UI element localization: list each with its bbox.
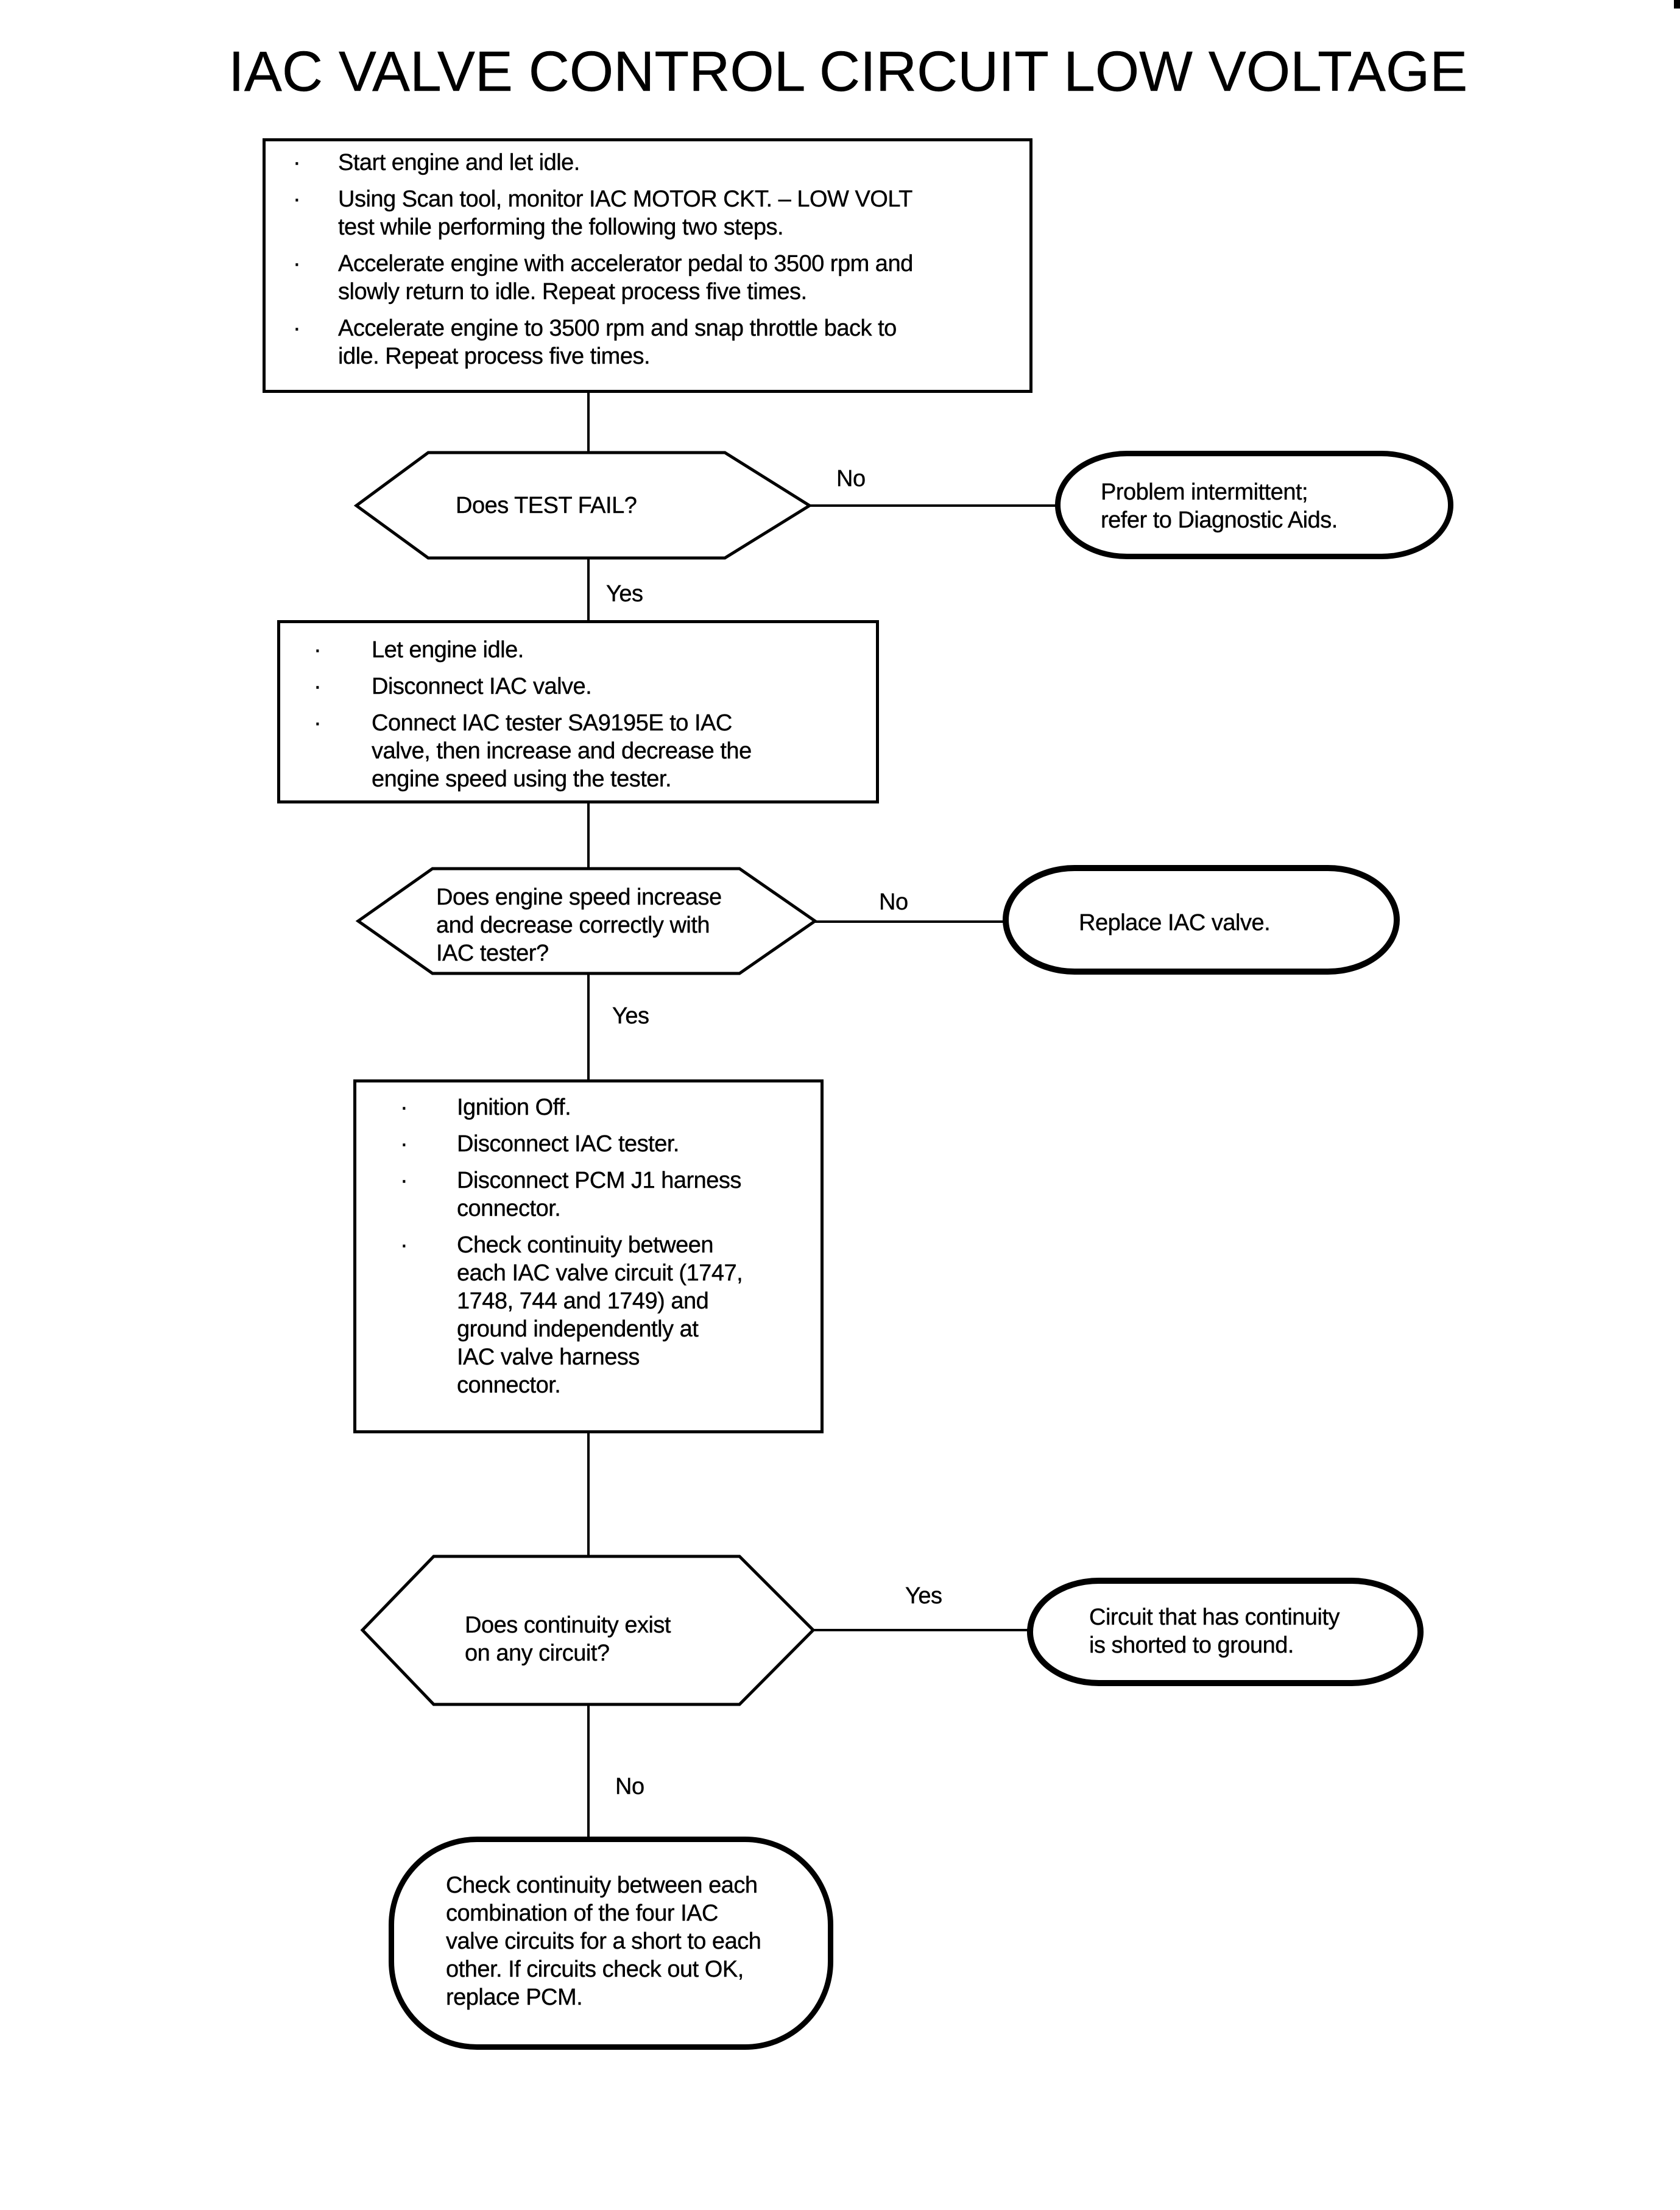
- step1-line: Start engine and let idle.: [338, 150, 581, 175]
- step2-line: Disconnect IAC valve.: [372, 674, 592, 699]
- step3-line: connector.: [457, 1196, 561, 1221]
- list-item: · Using Scan tool, monitor IAC MOTOR CKT…: [293, 185, 1017, 241]
- step3-process-box: · Ignition Off. · Disconnect IAC tester.…: [353, 1079, 824, 1433]
- decision1-label: Does TEST FAIL?: [456, 493, 637, 518]
- step3-line: 1748, 744 and 1749) and: [457, 1288, 709, 1314]
- decision3-label: Does continuity exist on any circuit?: [465, 1612, 671, 1666]
- step2-line: engine speed using the tester.: [372, 766, 672, 792]
- bullet-icon: ·: [400, 1232, 408, 1258]
- step1-line: slowly return to idle. Repeat process fi…: [338, 279, 808, 305]
- step2-line: Connect IAC tester SA9195E to IAC: [372, 710, 733, 736]
- result3-text: Circuit that has continuity is shorted t…: [1089, 1605, 1340, 1658]
- step3-line: Disconnect IAC tester.: [457, 1131, 680, 1157]
- step1-line: Using Scan tool, monitor IAC MOTOR CKT. …: [338, 186, 913, 212]
- bullet-icon: ·: [293, 150, 301, 175]
- result2-text: Replace IAC valve.: [1079, 910, 1271, 936]
- decision1-hexagon: [353, 451, 813, 560]
- bullet-icon: ·: [314, 710, 322, 736]
- decision3-hexagon: [360, 1555, 816, 1706]
- bullet-icon: ·: [314, 637, 322, 663]
- step3-line: Disconnect PCM J1 harness: [457, 1168, 742, 1193]
- edge-label-yes: Yes: [612, 1003, 649, 1029]
- step1-line: Accelerate engine to 3500 rpm and snap t…: [338, 316, 897, 341]
- list-item: · Accelerate engine to 3500 rpm and snap…: [293, 314, 1017, 370]
- step3-line: IAC valve harness: [457, 1344, 640, 1370]
- step1-line: Accelerate engine with accelerator pedal…: [338, 251, 914, 277]
- bullet-icon: ·: [293, 186, 301, 212]
- step3-line: each IAC valve circuit (1747,: [457, 1260, 743, 1286]
- result1-text: Problem intermittent; refer to Diagnosti…: [1101, 479, 1338, 533]
- bullet-icon: ·: [293, 251, 301, 277]
- list-item: · Accelerate engine with accelerator ped…: [293, 250, 1017, 306]
- edge-label-no: No: [615, 1774, 644, 1799]
- page-title: IAC VALVE CONTROL CIRCUIT LOW VOLTAGE: [228, 40, 1468, 103]
- step3-line: ground independently at: [457, 1316, 699, 1342]
- decision2-label: Does engine speed increase and decrease …: [436, 884, 722, 966]
- step2-line: Let engine idle.: [372, 637, 524, 663]
- list-item: · Disconnect IAC tester.: [400, 1130, 814, 1158]
- bullet-icon: ·: [314, 674, 322, 699]
- edge-label-no: No: [879, 889, 908, 915]
- list-item: · Let engine idle.: [314, 636, 867, 664]
- result2-terminator-box: [1003, 865, 1400, 975]
- list-item: · Start engine and let idle.: [293, 149, 1017, 177]
- bullet-icon: ·: [400, 1168, 408, 1193]
- terminal-text: Check continuity between each combinatio…: [446, 1873, 761, 2010]
- edge-label-yes: Yes: [905, 1583, 942, 1609]
- edge-label-yes: Yes: [606, 581, 643, 607]
- list-item: · Connect IAC tester SA9195E to IAC valv…: [314, 709, 867, 793]
- result1-terminator-box: [1055, 451, 1453, 559]
- scan-artifact-mark: [1674, 0, 1680, 9]
- step2-line: valve, then increase and decrease the: [372, 738, 752, 764]
- step1-line: test while performing the following two …: [338, 214, 784, 240]
- list-item: · Check continuity between each IAC valv…: [400, 1231, 814, 1399]
- step3-line: Check continuity between: [457, 1232, 714, 1258]
- edge-label-no: No: [836, 466, 866, 492]
- result3-terminator-box: [1027, 1578, 1424, 1686]
- bullet-icon: ·: [400, 1095, 408, 1120]
- list-item: · Disconnect PCM J1 harness connector.: [400, 1167, 814, 1223]
- list-item: · Ignition Off.: [400, 1093, 814, 1121]
- step1-process-box: · Start engine and let idle. · Using Sca…: [263, 138, 1032, 393]
- step2-process-box: · Let engine idle. · Disconnect IAC valv…: [277, 620, 879, 803]
- step3-line: Ignition Off.: [457, 1095, 571, 1120]
- decision2-hexagon: [355, 867, 818, 975]
- step1-line: idle. Repeat process five times.: [338, 344, 651, 369]
- terminal-box: [389, 1837, 833, 2050]
- list-item: · Disconnect IAC valve.: [314, 673, 867, 701]
- step3-line: connector.: [457, 1372, 561, 1398]
- bullet-icon: ·: [400, 1131, 408, 1157]
- bullet-icon: ·: [293, 316, 301, 341]
